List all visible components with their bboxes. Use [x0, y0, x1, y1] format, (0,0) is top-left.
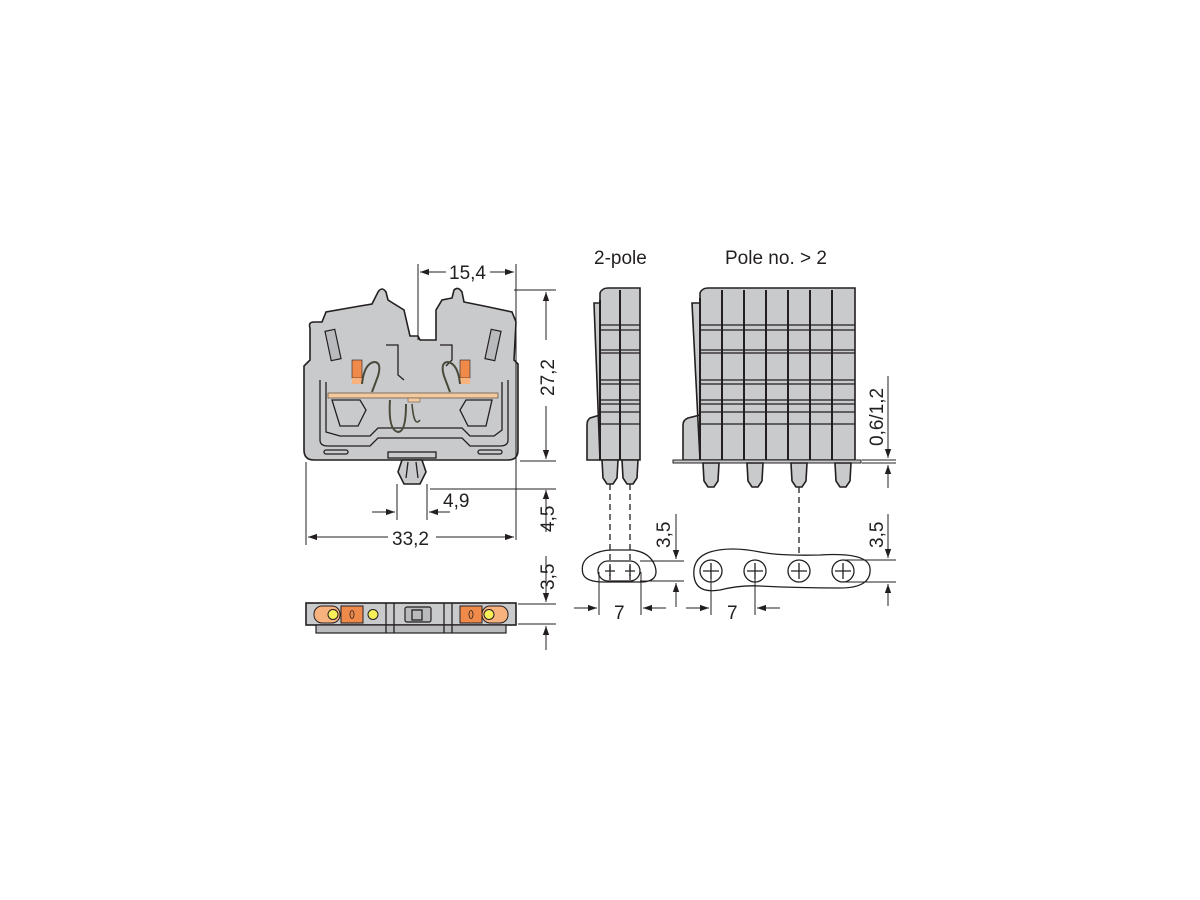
dim-total-width: 33,2 — [392, 529, 429, 550]
multi-pole-view: Pole no. > 2 — [672, 248, 896, 592]
front-dimensions: 15,4 27,2 4,5 4,9 33,2 — [305, 263, 559, 550]
multi-pole-standoff: 0,6/1,2 — [867, 388, 888, 446]
pcb-line — [672, 459, 862, 464]
multi-pole-pitch: 7 — [727, 603, 738, 624]
multi-pole-pin-2 — [746, 462, 764, 488]
multi-pole-title: Pole no. > 2 — [725, 248, 827, 269]
two-pole-dimensions: 3,5 7 — [574, 514, 680, 624]
actuator-bottom-left — [340, 605, 364, 624]
two-pole-pin-2 — [621, 459, 639, 485]
dim-pin-length: 4,5 — [538, 506, 559, 532]
pin-front — [397, 459, 427, 485]
two-pole-pitch: 7 — [614, 603, 625, 624]
multi-pole-row-offset: 3,5 — [867, 522, 888, 548]
dim-thickness: 3,5 — [538, 564, 559, 590]
dim-pin-offset: 4,9 — [443, 491, 469, 512]
two-pole-pin-1 — [601, 459, 619, 485]
multi-pole-pin-4 — [834, 462, 852, 488]
multi-pole-pin-1 — [702, 462, 720, 488]
two-pole-row-offset: 3,5 — [654, 522, 675, 548]
actuator-left — [351, 359, 363, 379]
actuator-bottom-right — [459, 605, 483, 624]
multi-pole-dimensions: 0,6/1,2 3,5 7 — [686, 376, 896, 624]
multi-pole-footprint — [693, 548, 871, 592]
dim-top-width: 15,4 — [449, 263, 486, 284]
front-view — [303, 287, 519, 485]
two-pole-view: 2-pole — [581, 248, 684, 583]
multi-pole-pin-3 — [790, 462, 808, 488]
bottom-view — [305, 602, 517, 634]
housing-front — [303, 287, 519, 461]
two-pole-footprint — [581, 549, 657, 583]
bottom-dimensions: 3,5 — [518, 556, 559, 650]
actuator-right — [459, 359, 471, 379]
led-left — [327, 609, 339, 620]
multi-pole-housing — [699, 287, 856, 461]
two-pole-title: 2-pole — [594, 248, 647, 269]
led-right — [483, 609, 495, 620]
dim-height: 27,2 — [538, 359, 559, 396]
busbar — [327, 392, 499, 399]
